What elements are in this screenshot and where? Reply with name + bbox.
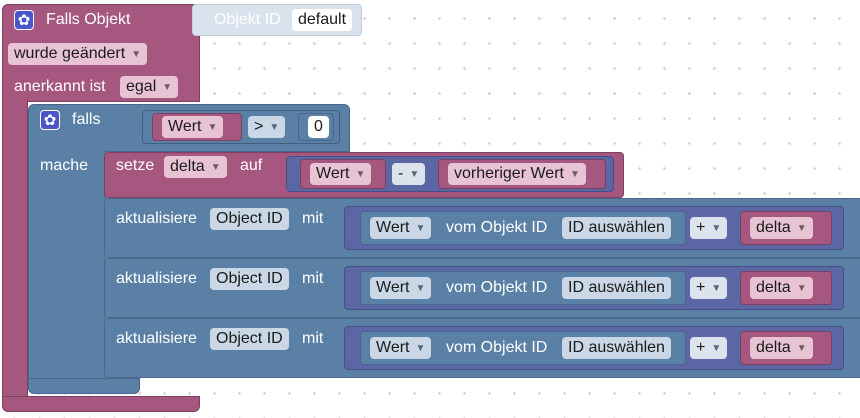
update-target-field[interactable]: Object ID (210, 268, 289, 290)
compare-left-dropdown[interactable]: Wert ▼ (162, 116, 224, 138)
addend-dropdown[interactable]: delta ▼ (750, 337, 813, 359)
with-label: mit (302, 330, 324, 347)
caret-down-icon: ▼ (415, 223, 426, 234)
subtract-right-dropdown[interactable]: vorheriger Wert ▼ (448, 163, 586, 185)
update-target-field[interactable]: Object ID (210, 328, 289, 350)
variable-value: delta (170, 158, 205, 175)
select-id-field[interactable]: ID auswählen (562, 277, 671, 299)
add-operator-value: + (696, 279, 706, 296)
caret-down-icon: ▼ (711, 223, 722, 234)
caret-down-icon: ▼ (269, 122, 280, 133)
update-label: aktualisiere (116, 330, 197, 347)
caret-down-icon: ▼ (131, 49, 142, 60)
caret-down-icon: ▼ (409, 169, 420, 180)
from-object-label: vom Objekt ID (446, 339, 548, 356)
subtract-operator-value: - (398, 165, 404, 182)
caret-down-icon: ▼ (569, 169, 580, 180)
update-label: aktualisiere (116, 210, 197, 227)
event-block-footer[interactable] (2, 396, 200, 412)
addend-dropdown[interactable]: delta ▼ (750, 277, 813, 299)
caret-down-icon: ▼ (711, 343, 722, 354)
addend-value: delta (756, 279, 791, 296)
caret-down-icon: ▼ (162, 82, 173, 93)
select-id-field[interactable]: ID auswählen (562, 217, 671, 239)
value-type-dropdown[interactable]: Wert ▼ (370, 337, 432, 359)
caret-down-icon: ▼ (796, 223, 807, 234)
value-type-dropdown[interactable]: Wert ▼ (370, 277, 432, 299)
caret-down-icon: ▼ (415, 343, 426, 354)
add-operator-value: + (696, 339, 706, 356)
subtract-operator-dropdown[interactable]: -▼ (392, 163, 426, 185)
with-label: mit (302, 210, 324, 227)
compare-left-value: Wert (168, 118, 202, 135)
event-block-body[interactable] (2, 100, 28, 400)
add-operator-dropdown[interactable]: +▼ (690, 277, 728, 299)
value-type-value: Wert (376, 279, 410, 296)
ack-label: anerkannt ist (14, 78, 106, 95)
gear-icon[interactable]: ✿ (14, 10, 34, 30)
to-label: auf (240, 157, 263, 174)
change-type-dropdown[interactable]: wurde geändert ▼ (8, 43, 148, 65)
caret-down-icon: ▼ (796, 283, 807, 294)
value-type-value: Wert (376, 339, 410, 356)
caret-down-icon: ▼ (207, 122, 218, 133)
event-block-title: Falls Objekt (46, 11, 131, 28)
if-block-spine[interactable] (28, 150, 106, 384)
update-target-field[interactable]: Object ID (210, 208, 289, 230)
from-object-label: vom Objekt ID (446, 219, 548, 236)
if-label: falls (72, 111, 101, 128)
variable-dropdown[interactable]: delta ▼ (164, 156, 227, 178)
caret-down-icon: ▼ (711, 283, 722, 294)
select-id-field[interactable]: ID auswählen (562, 337, 671, 359)
compare-right-field[interactable]: 0 (308, 116, 329, 138)
add-operator-value: + (696, 219, 706, 236)
objekt-id-label: Objekt ID (214, 11, 281, 28)
caret-down-icon: ▼ (796, 343, 807, 354)
do-label: mache (40, 157, 89, 174)
addend-value: delta (756, 219, 791, 236)
caret-down-icon: ▼ (210, 162, 221, 173)
subtract-left-value: Wert (316, 165, 350, 182)
from-object-label: vom Objekt ID (446, 279, 548, 296)
addend-dropdown[interactable]: delta ▼ (750, 217, 813, 239)
caret-down-icon: ▼ (415, 283, 426, 294)
change-type-value: wurde geändert (14, 45, 126, 62)
value-type-dropdown[interactable]: Wert ▼ (370, 217, 432, 239)
operator-value: > (254, 118, 264, 135)
operator-dropdown[interactable]: >▼ (248, 116, 286, 138)
value-type-value: Wert (376, 219, 410, 236)
set-label: setze (116, 157, 155, 174)
update-label: aktualisiere (116, 270, 197, 287)
if-block-footer[interactable] (28, 378, 140, 394)
ack-value: egal (126, 78, 157, 95)
gear-icon[interactable]: ✿ (40, 110, 60, 130)
objekt-id-field[interactable]: default (292, 9, 353, 31)
add-operator-dropdown[interactable]: +▼ (690, 217, 728, 239)
subtract-right-value: vorheriger Wert (454, 165, 564, 182)
with-label: mit (302, 270, 324, 287)
ack-dropdown[interactable]: egal ▼ (120, 76, 179, 98)
caret-down-icon: ▼ (355, 169, 366, 180)
subtract-left-dropdown[interactable]: Wert ▼ (310, 163, 372, 185)
add-operator-dropdown[interactable]: +▼ (690, 337, 728, 359)
addend-value: delta (756, 339, 791, 356)
